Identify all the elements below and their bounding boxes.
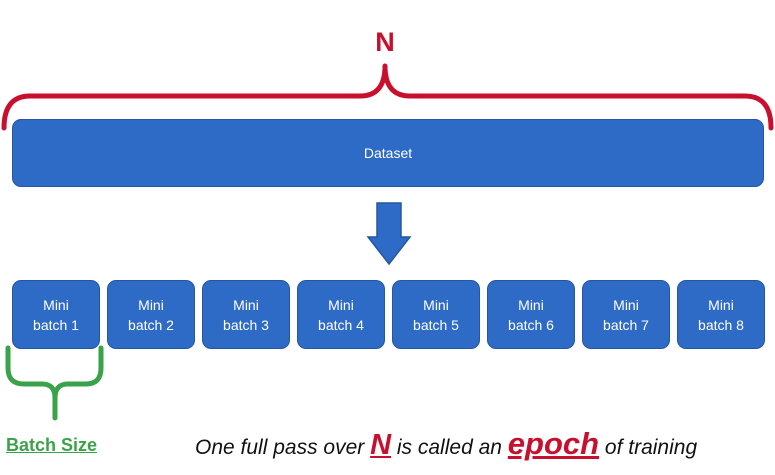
mini-batch-4: Mini batch 4 bbox=[297, 280, 385, 349]
mini-batch-8-line2: batch 8 bbox=[698, 316, 744, 333]
mini-batch-2-line2: batch 2 bbox=[128, 316, 174, 333]
caption-epoch: epoch bbox=[507, 426, 600, 461]
mini-batch-1-line2: batch 1 bbox=[33, 316, 79, 333]
batch-size-brace-icon bbox=[5, 345, 104, 421]
mini-batch-6-line2: batch 6 bbox=[508, 316, 554, 333]
mini-batch-5-line2: batch 5 bbox=[413, 316, 459, 333]
mini-batch-5-line1: Mini bbox=[423, 296, 449, 313]
mini-batch-7-line2: batch 7 bbox=[603, 316, 649, 333]
epoch-caption: One full pass over N is called an epoch … bbox=[195, 422, 697, 466]
mini-batch-2: Mini batch 2 bbox=[107, 280, 195, 349]
mini-batch-1: Mini batch 1 bbox=[12, 280, 100, 349]
mini-batch-5: Mini batch 5 bbox=[392, 280, 480, 349]
down-arrow-icon bbox=[366, 202, 412, 266]
mini-batch-7-line1: Mini bbox=[613, 296, 639, 313]
mini-batch-6-line1: Mini bbox=[518, 296, 544, 313]
mini-batch-3-line2: batch 3 bbox=[223, 316, 269, 333]
dataset-box: Dataset bbox=[12, 119, 764, 187]
n-label: N bbox=[375, 27, 395, 57]
mini-batch-2-line1: Mini bbox=[138, 296, 164, 313]
caption-part3: of training bbox=[599, 436, 698, 459]
mini-batch-6: Mini batch 6 bbox=[487, 280, 575, 349]
mini-batch-3-line1: Mini bbox=[233, 296, 259, 313]
batch-size-label: Batch Size bbox=[6, 435, 98, 455]
mini-batch-8: Mini batch 8 bbox=[677, 280, 765, 349]
caption-part2: is called an bbox=[391, 436, 508, 459]
mini-batch-8-line1: Mini bbox=[708, 296, 734, 313]
mini-batch-4-line1: Mini bbox=[328, 296, 354, 313]
caption-n: N bbox=[370, 429, 392, 461]
dataset-label: Dataset bbox=[363, 145, 413, 161]
caption-part1: One full pass over bbox=[195, 436, 371, 459]
mini-batch-7: Mini batch 7 bbox=[582, 280, 670, 349]
mini-batch-1-line1: Mini bbox=[43, 296, 69, 313]
mini-batch-4-line2: batch 4 bbox=[318, 316, 364, 333]
top-brace-icon bbox=[1, 63, 774, 131]
mini-batch-3: Mini batch 3 bbox=[202, 280, 290, 349]
